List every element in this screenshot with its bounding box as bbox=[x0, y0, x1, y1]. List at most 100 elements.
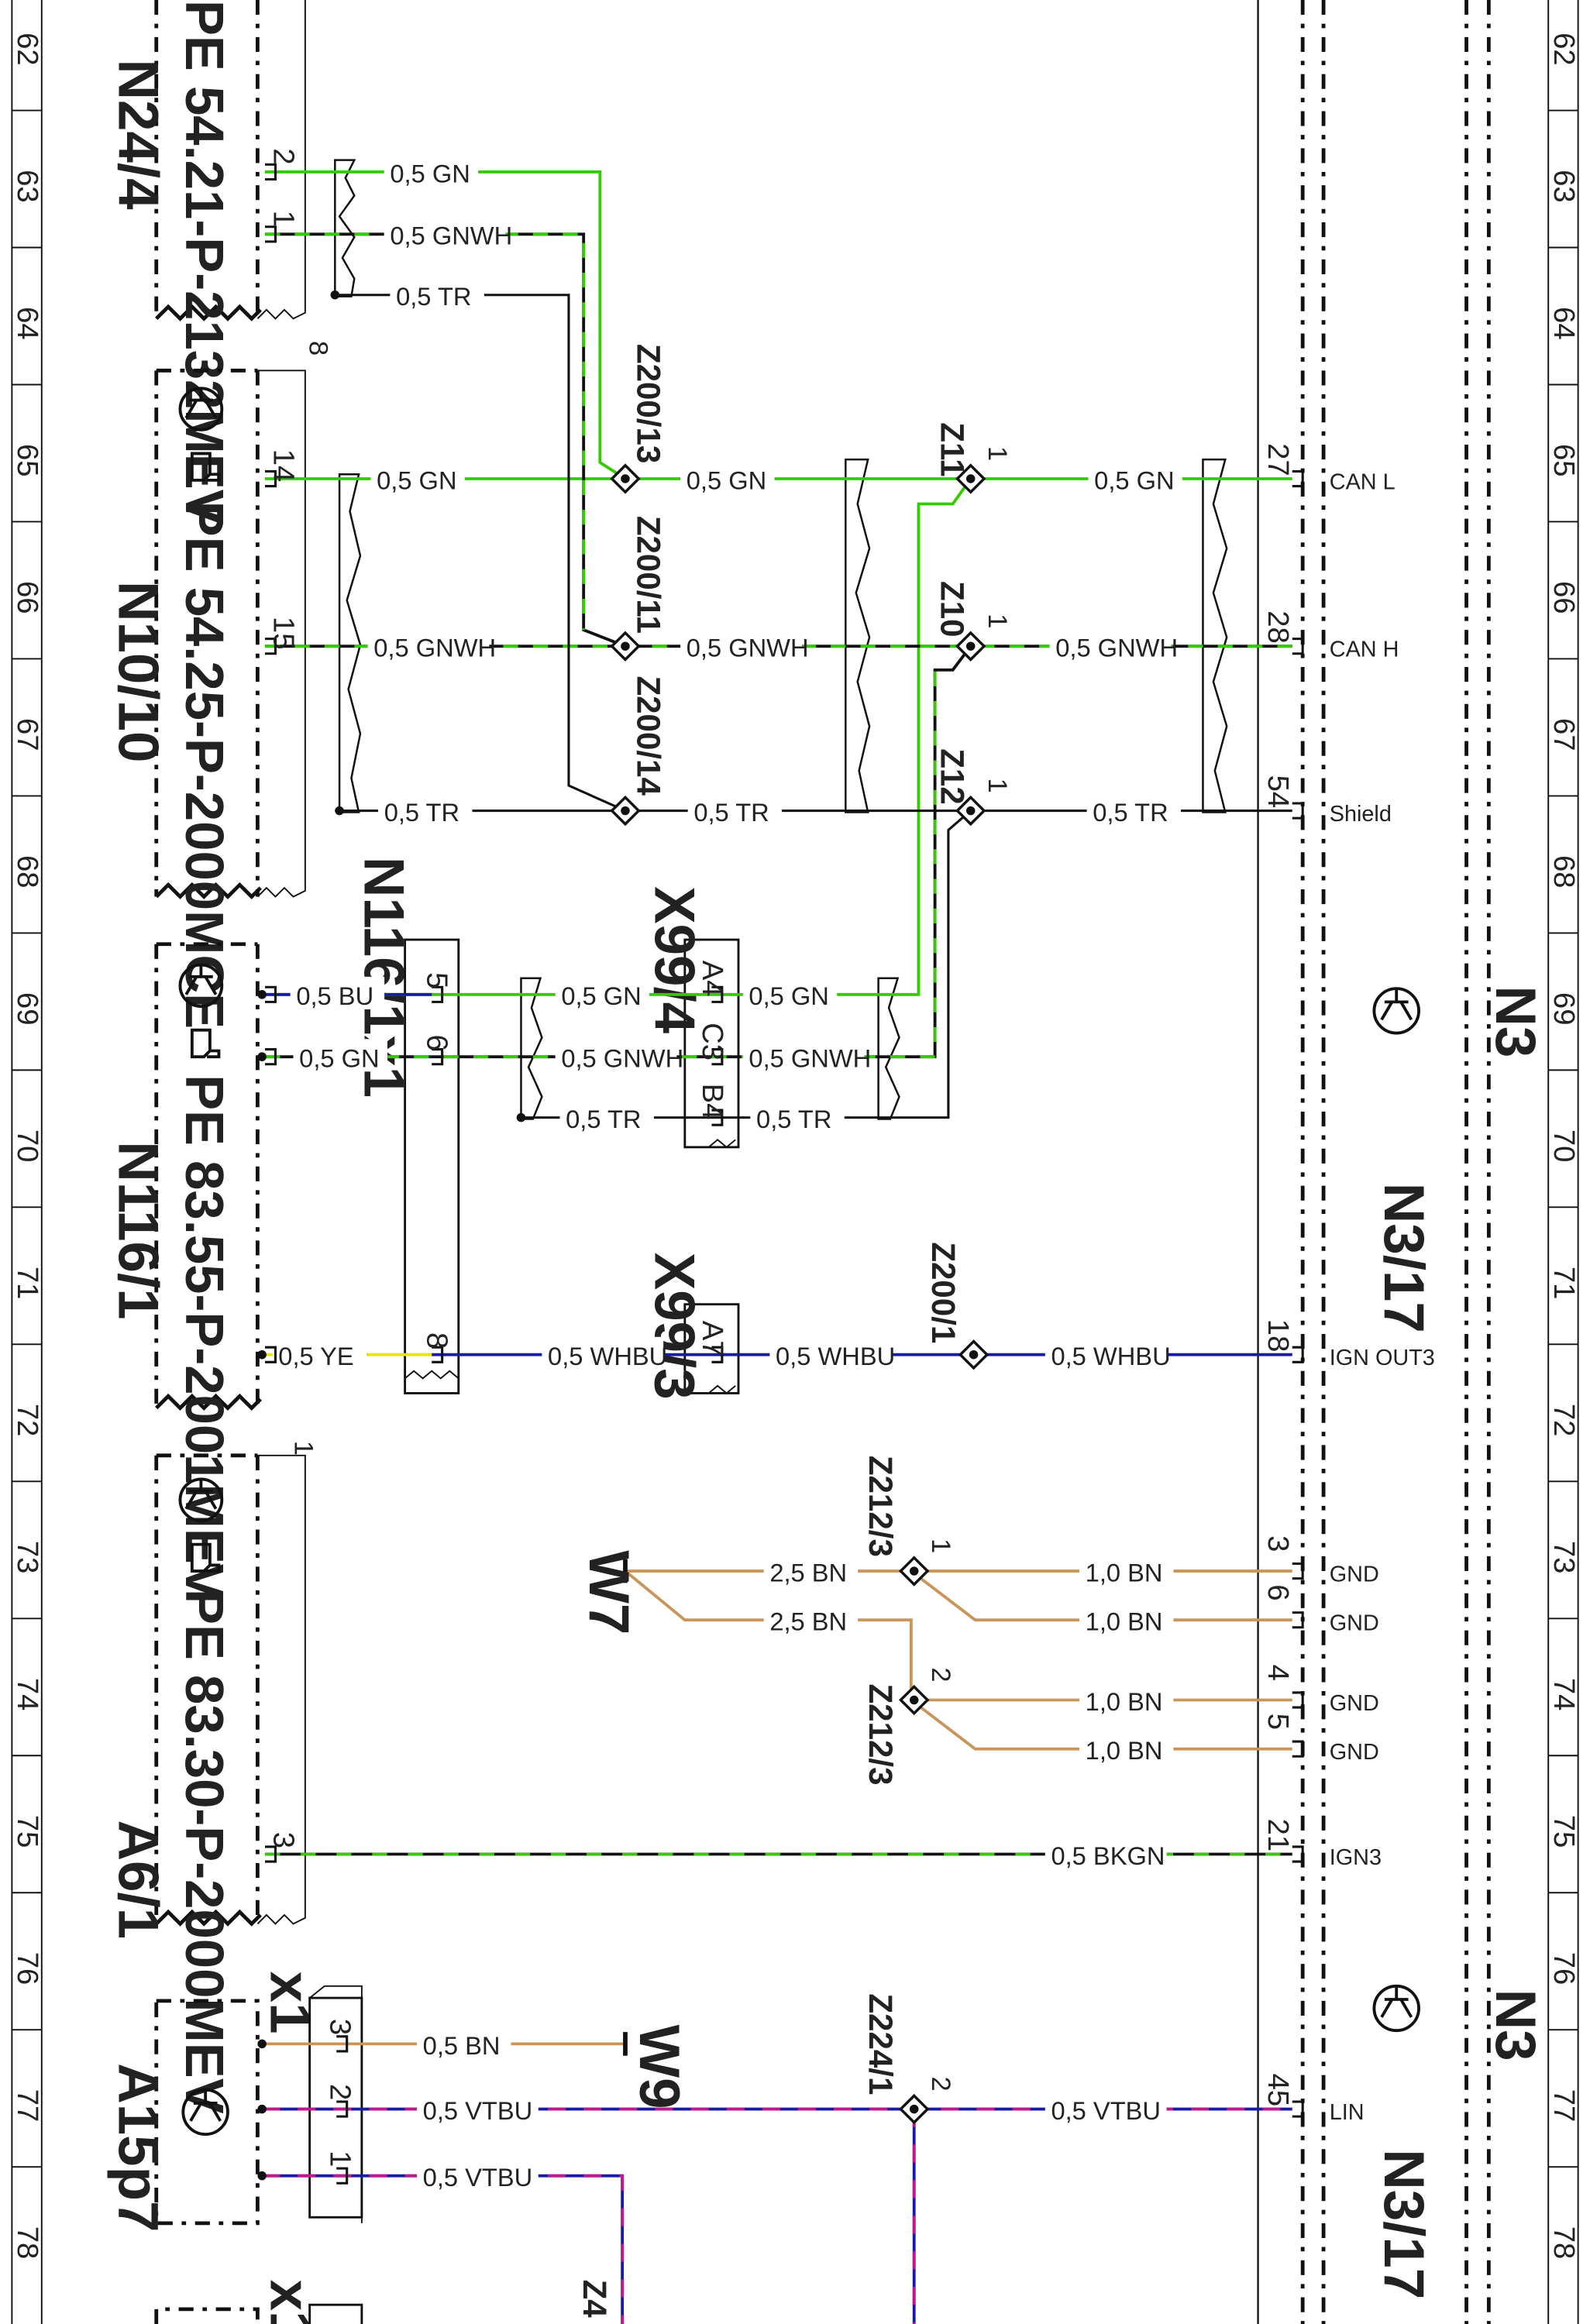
row-number-left: 74 bbox=[11, 1678, 44, 1711]
n3-group-top: N3 bbox=[1484, 985, 1547, 1057]
n3-17-pin-label: CAN L bbox=[1330, 469, 1396, 494]
pin-number: 2 bbox=[267, 148, 301, 164]
n3-labels: N3/17 N3/17 N3 N3 bbox=[1372, 985, 1547, 2299]
wire-label-backdrop bbox=[769, 1336, 892, 1370]
n3-17-pin-label: IGN OUT3 bbox=[1330, 1346, 1435, 1370]
wire-label: 1,0 BN bbox=[1086, 1736, 1163, 1765]
connector-x99-4: X99/4 bbox=[642, 886, 740, 1149]
pin-number: 1 bbox=[324, 2150, 357, 2167]
splice-pin: 1 bbox=[983, 446, 1012, 461]
splice-label: Z12 bbox=[934, 748, 970, 805]
x99-3-name: X99/3 bbox=[642, 1253, 705, 1400]
wire-label: 0,5 GN bbox=[299, 1044, 379, 1073]
row-number-left: 69 bbox=[11, 992, 44, 1026]
splice-label: Z11 bbox=[934, 422, 970, 476]
n3-17-pin-number: 18 bbox=[1261, 1319, 1295, 1353]
transistor-icon bbox=[178, 963, 224, 1009]
wire-label-backdrop bbox=[416, 2026, 511, 2059]
n3-17-pin-label: IGN3 bbox=[1330, 1845, 1382, 1870]
transistor-icon bbox=[181, 2088, 229, 2137]
splice: Z200/14 bbox=[610, 676, 666, 827]
n3-17-pin-label: GND bbox=[1330, 1563, 1379, 1587]
wire-lin bbox=[262, 2107, 1292, 2324]
wire-label-backdrop bbox=[293, 1039, 387, 1072]
row-grid bbox=[12, 109, 1578, 2168]
pin-terminal bbox=[265, 225, 277, 243]
splice: Z11 1 bbox=[934, 422, 1012, 494]
row-number-right: 77 bbox=[1547, 2089, 1581, 2123]
n10-10-ref: PE 54.25-P-2000MCE bbox=[174, 501, 234, 1029]
wire-label: 0,5 TR bbox=[384, 798, 459, 827]
pin-number: A7 bbox=[696, 1321, 729, 1357]
w9-label: W9 bbox=[628, 2025, 690, 2109]
pin-number: 8 bbox=[420, 1332, 453, 1349]
pin-number: 14 bbox=[267, 449, 301, 483]
pin-number: B4 bbox=[696, 1084, 729, 1120]
a6-1-name: A6/1 bbox=[107, 1820, 170, 1939]
row-number-left: 67 bbox=[11, 718, 44, 751]
n3-17-pin-label: GND bbox=[1330, 1691, 1379, 1716]
a6-1-ref-number: 1 bbox=[288, 1441, 318, 1456]
pin-terminal bbox=[1292, 1562, 1304, 1580]
wire-label-backdrop bbox=[555, 1039, 677, 1072]
wire-label-backdrop bbox=[290, 976, 385, 1009]
pin-terminal bbox=[1292, 1691, 1304, 1709]
pin-terminal bbox=[265, 163, 277, 181]
component-a15p7: A15p7 x1 bbox=[107, 1972, 363, 2232]
wire-label-backdrop bbox=[687, 792, 783, 826]
n3-17-pin-number: 54 bbox=[1261, 775, 1295, 809]
pin-number: 15 bbox=[267, 617, 301, 650]
wire-label: 0,5 VTBU bbox=[1051, 2096, 1161, 2125]
n24-4-ref: PE 54.21-P-2132MEV bbox=[174, 0, 234, 525]
wire-label-backdrop bbox=[390, 277, 484, 310]
wire-label: 0,5 GN bbox=[749, 982, 828, 1010]
row-number-left: 78 bbox=[11, 2226, 44, 2260]
pin-terminals bbox=[257, 163, 1304, 2185]
row-number-right: 74 bbox=[1547, 1678, 1581, 1711]
splice-pin: 1 bbox=[983, 614, 1012, 628]
wire-label-backdrop bbox=[680, 628, 802, 662]
x99-4-name: X99/4 bbox=[642, 886, 705, 1033]
splice-label: Z10 bbox=[934, 581, 970, 638]
n3-17-pin-number: 4 bbox=[1261, 1665, 1295, 1681]
wire-label-backdrop bbox=[555, 976, 650, 1009]
wire-label: 0,5 GN bbox=[561, 982, 641, 1010]
splice-pin: 1 bbox=[983, 778, 1012, 792]
pin-terminal bbox=[1292, 1346, 1304, 1363]
n3-frame bbox=[1257, 0, 1491, 2324]
wire-label-backdrop bbox=[542, 1336, 664, 1370]
splice-pin: 1 bbox=[926, 1538, 955, 1553]
pin-number: 3 bbox=[267, 1832, 301, 1848]
row-number-right: 70 bbox=[1547, 1129, 1581, 1163]
wire-label: 0,5 BN bbox=[423, 2031, 501, 2060]
splice: Z12 1 bbox=[934, 748, 1012, 827]
n3-17-pin-number: 5 bbox=[1261, 1714, 1295, 1730]
row-number-right: 64 bbox=[1547, 307, 1581, 340]
connector-n116-1x1: N116/1x1 bbox=[353, 857, 460, 1394]
splice-label: Z224/1 bbox=[862, 1993, 899, 2095]
pin-number: 1 bbox=[267, 211, 301, 227]
splice-label: Z200/14 bbox=[630, 676, 666, 796]
wire-label-backdrop bbox=[384, 153, 479, 187]
row-number-right: 71 bbox=[1547, 1267, 1581, 1300]
wire-label-backdrop bbox=[742, 976, 838, 1009]
splice: Z200/13 bbox=[610, 344, 666, 494]
a15p7-connector-label: x1 bbox=[259, 1972, 322, 2034]
pin-terminal bbox=[1292, 802, 1304, 820]
hand-pointer-icon bbox=[190, 1028, 221, 1059]
splice-label: Z200/11 bbox=[630, 516, 666, 634]
pin-terminal bbox=[1292, 1845, 1304, 1863]
splice-label: Z4 bbox=[576, 2280, 613, 2319]
wire-label: 0,5 GN bbox=[687, 466, 766, 494]
n3-17-pin-label: CAN H bbox=[1330, 638, 1399, 662]
splice-pin: 2 bbox=[926, 2076, 955, 2091]
pin-terminal bbox=[1292, 638, 1304, 655]
wire-label: 0,5 TR bbox=[693, 798, 769, 827]
bottom-connector-label: x1 bbox=[259, 2280, 322, 2324]
row-number-right: 68 bbox=[1547, 855, 1581, 889]
wire-label: 2,5 BN bbox=[769, 1607, 847, 1636]
junction-dot bbox=[335, 806, 344, 816]
